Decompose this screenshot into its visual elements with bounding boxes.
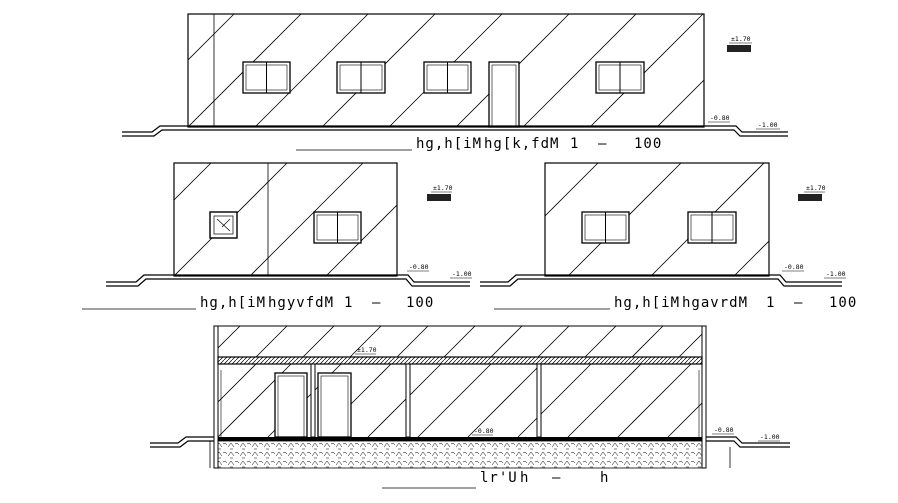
svg-text:–: – xyxy=(794,295,803,311)
front-ground-line xyxy=(122,125,788,137)
section-door-2 xyxy=(317,372,352,438)
svg-text:-0.80: -0.80 xyxy=(710,114,730,122)
svg-text:–: – xyxy=(372,295,381,311)
front-door xyxy=(488,61,520,128)
svg-text:±1.70: ±1.70 xyxy=(806,184,826,192)
side-right-elevation: ±1.70 -0.80 -1.00 hg,h[iM hgavrdM 1 – 10… xyxy=(480,162,857,311)
svg-text:-1.00: -1.00 xyxy=(760,433,780,441)
svg-text:-0.80: -0.80 xyxy=(714,426,734,434)
section-drawing: ±1.70 -0.80 -0.80 -1.00 lr'U h – h xyxy=(150,325,790,489)
svg-text:–: – xyxy=(552,470,561,486)
front-window-3 xyxy=(423,61,472,94)
side-right-window-1 xyxy=(581,211,630,244)
side-left-level-top: ±1.70 xyxy=(427,184,453,201)
svg-text:-1.00: -1.00 xyxy=(758,121,778,129)
side-left-ground-line xyxy=(106,274,470,287)
front-window-4 xyxy=(595,61,645,94)
side-left-hatch xyxy=(174,163,397,276)
side-right-level-ground: -1.00 xyxy=(824,270,846,279)
side-right-level-top: ±1.70 xyxy=(798,184,826,201)
svg-text:1: 1 xyxy=(344,295,353,311)
front-level-top: ±1.70 xyxy=(727,35,752,52)
side-left-window xyxy=(313,211,362,244)
section-ground-line xyxy=(150,436,790,448)
svg-text:h: h xyxy=(600,470,609,486)
svg-text:100: 100 xyxy=(406,295,434,311)
section-level-floor: -0.80 xyxy=(472,427,494,436)
svg-text:-0.80: -0.80 xyxy=(474,427,494,435)
svg-text:±1.70: ±1.70 xyxy=(357,346,377,354)
svg-text:-1.00: -1.00 xyxy=(452,270,472,278)
side-right-window-2 xyxy=(687,211,737,244)
side-left-elevation: ±1.70 -0.80 -1.00 hg,h[iM hgyvfdM 1 – 10… xyxy=(82,162,472,311)
svg-text:1: 1 xyxy=(766,295,775,311)
section-level-top: ±1.70 xyxy=(355,346,377,355)
svg-text:±1.70: ±1.70 xyxy=(433,184,453,192)
svg-text:100: 100 xyxy=(634,136,662,152)
side-left-small-window xyxy=(209,211,238,239)
section-roof-slab xyxy=(217,356,703,365)
svg-text:–: – xyxy=(598,136,607,152)
svg-text:hgavrdM: hgavrdM xyxy=(682,295,748,311)
front-elevation: ±1.70 -0.80 -1.00 hg,h[iM hg[k,fdM 1 – 1… xyxy=(122,13,788,152)
section-level-ground: -1.00 xyxy=(758,433,780,442)
front-elevation-title: hg,h[iM hg[k,fdM 1 – 100 xyxy=(416,136,662,152)
front-window-2 xyxy=(336,61,386,94)
side-right-ground-line xyxy=(480,274,842,287)
svg-text:-1.00: -1.00 xyxy=(826,270,846,278)
svg-text:hg,h[iM: hg,h[iM xyxy=(416,136,482,152)
front-level-step: -0.80 xyxy=(708,114,730,123)
svg-text:-0.80: -0.80 xyxy=(409,263,429,271)
section-parapet-hatch xyxy=(218,326,702,357)
section-title: lr'U h – h xyxy=(480,470,609,486)
section-floor-slab xyxy=(218,437,702,441)
front-level-ground: -1.00 xyxy=(756,121,780,130)
svg-text:±1.70: ±1.70 xyxy=(731,35,751,43)
svg-text:hgyvfdM: hgyvfdM xyxy=(268,295,334,311)
section-level-step: -0.80 xyxy=(712,426,734,435)
svg-text:lr'U: lr'U xyxy=(480,470,518,486)
svg-text:hg,h[iM: hg,h[iM xyxy=(614,295,680,311)
side-left-elevation-title: hg,h[iM hgyvfdM 1 – 100 xyxy=(200,295,434,311)
svg-text:1: 1 xyxy=(570,136,579,152)
side-right-level-step: -0.80 xyxy=(782,263,804,272)
svg-text:hg,h[iM: hg,h[iM xyxy=(200,295,266,311)
svg-text:h: h xyxy=(520,470,529,486)
svg-text:hg[k,fdM: hg[k,fdM xyxy=(484,136,559,152)
side-left-level-ground: -1.00 xyxy=(450,270,472,279)
front-window-1 xyxy=(242,61,291,94)
side-right-elevation-title: hg,h[iM hgavrdM 1 – 100 xyxy=(614,295,857,311)
section-door-1 xyxy=(274,372,308,438)
side-left-level-step: -0.80 xyxy=(407,263,429,272)
section-foundation xyxy=(217,440,703,469)
svg-text:-0.80: -0.80 xyxy=(784,263,804,271)
svg-text:100: 100 xyxy=(829,295,857,311)
